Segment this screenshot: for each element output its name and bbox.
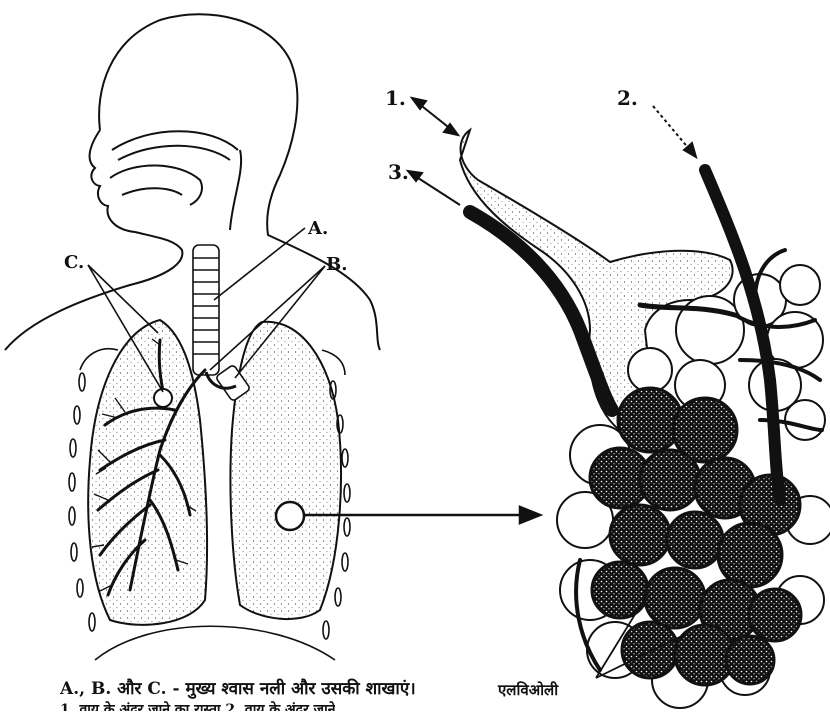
- label-1: 1.: [385, 88, 406, 108]
- alveolus-marker: [276, 502, 304, 530]
- label-2: 2.: [617, 88, 638, 108]
- label-3: 3.: [388, 162, 409, 182]
- alveoli-cluster: [460, 130, 830, 708]
- label-b: B.: [326, 256, 347, 274]
- label-a: A.: [308, 220, 328, 238]
- number-arrows: [408, 98, 696, 205]
- main-caption: A., B. और C. - मुख्य श्वास नली और उसकी श…: [60, 676, 416, 699]
- lung-right-side: [215, 322, 341, 619]
- label-c: C.: [64, 254, 84, 272]
- bottom-caption: 1. वायु के अंदर जाने का रास्ता 2. वायु क…: [60, 700, 335, 711]
- alveoli-caption: एलविओली: [498, 680, 558, 700]
- trachea: [193, 245, 219, 375]
